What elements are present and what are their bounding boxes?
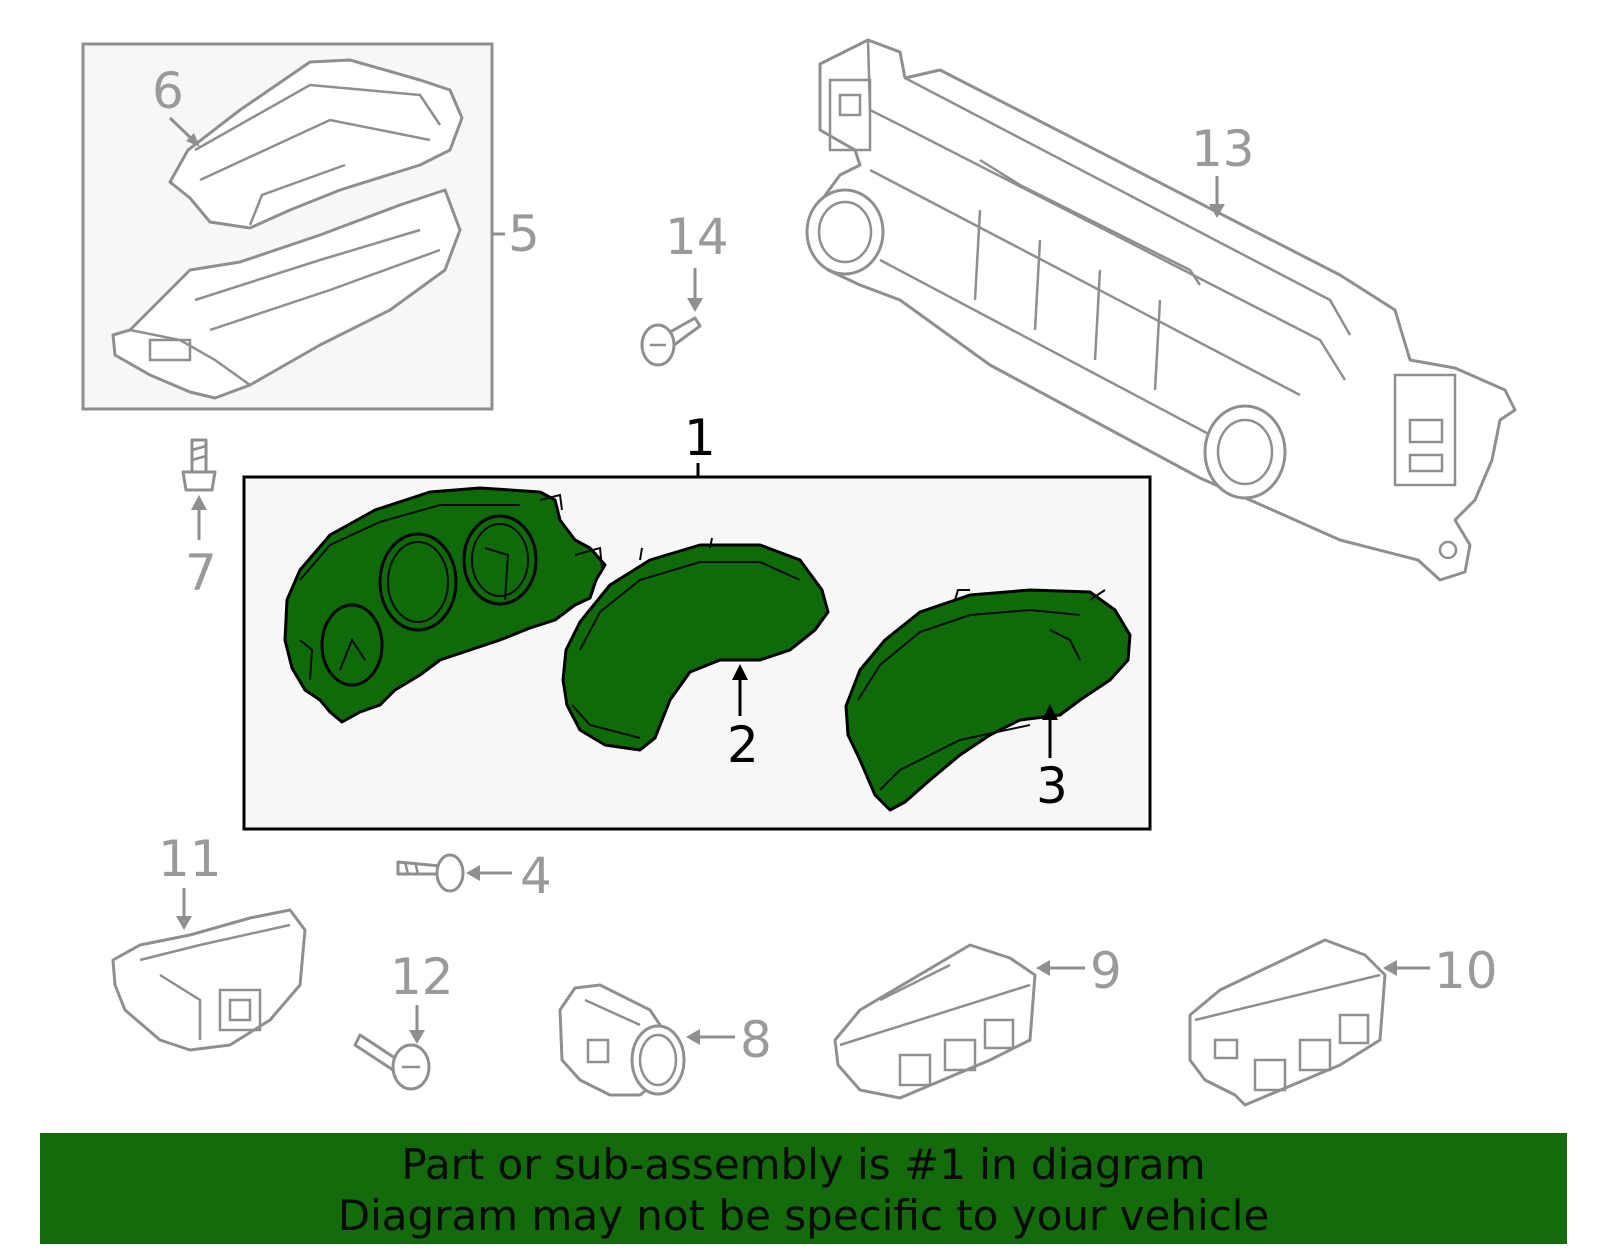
callout-11: 11 (158, 830, 222, 888)
callout-4: 4 (520, 847, 552, 905)
callout-1: 1 (684, 409, 716, 467)
part-12-screw (353, 1033, 431, 1091)
callout-5: 5 (508, 205, 540, 263)
part-4-screw (396, 853, 465, 893)
part-8-switch (558, 983, 686, 1097)
disclaimer-banner: Part or sub-assembly is #1 in diagram Di… (40, 1133, 1567, 1244)
callout-9-arrowhead (1036, 960, 1050, 976)
banner-line-2: Diagram may not be specific to your vehi… (337, 1191, 1270, 1240)
callout-12: 12 (390, 948, 454, 1006)
callout-3: 3 (1036, 757, 1068, 815)
part-13-control-panel (805, 38, 1517, 582)
callout-11-arrowhead (176, 916, 192, 930)
part-3-rear-case (844, 588, 1132, 812)
callout-14-arrowhead (687, 298, 703, 312)
callout-13: 13 (1191, 120, 1255, 178)
part-11-bracket (111, 908, 307, 1052)
callout-4-arrowhead (466, 865, 480, 881)
callout-6-arrowhead (186, 133, 200, 147)
callout-9: 9 (1090, 942, 1122, 1000)
callout-10: 10 (1434, 942, 1498, 1000)
part-9-switch-panel (833, 943, 1037, 1100)
callout-12-arrowhead (409, 1030, 425, 1044)
callout-2: 2 (727, 716, 759, 774)
part-1-instrument-cluster (283, 486, 607, 724)
banner-line-1: Part or sub-assembly is #1 in diagram (401, 1140, 1206, 1189)
part-5-bracket (111, 188, 462, 400)
part-10-switch-panel (1188, 938, 1387, 1107)
part-14-screw (640, 316, 702, 367)
part-2-lens (561, 537, 830, 752)
callout-7: 7 (185, 544, 217, 602)
callout-8: 8 (740, 1011, 772, 1069)
callout-13-arrowhead (1209, 204, 1225, 218)
callout-10-arrowhead (1383, 960, 1397, 976)
callout-8-arrowhead (686, 1029, 700, 1045)
callout-3-arrowhead (1042, 704, 1058, 720)
callout-6: 6 (152, 62, 184, 120)
callout-2-arrowhead (732, 664, 748, 680)
callout-14: 14 (665, 208, 729, 266)
part-7-bolt (181, 438, 217, 492)
callout-7-arrowhead (191, 495, 207, 510)
part-5-inset: 6 (81, 42, 494, 411)
part-6-housing (168, 58, 464, 230)
